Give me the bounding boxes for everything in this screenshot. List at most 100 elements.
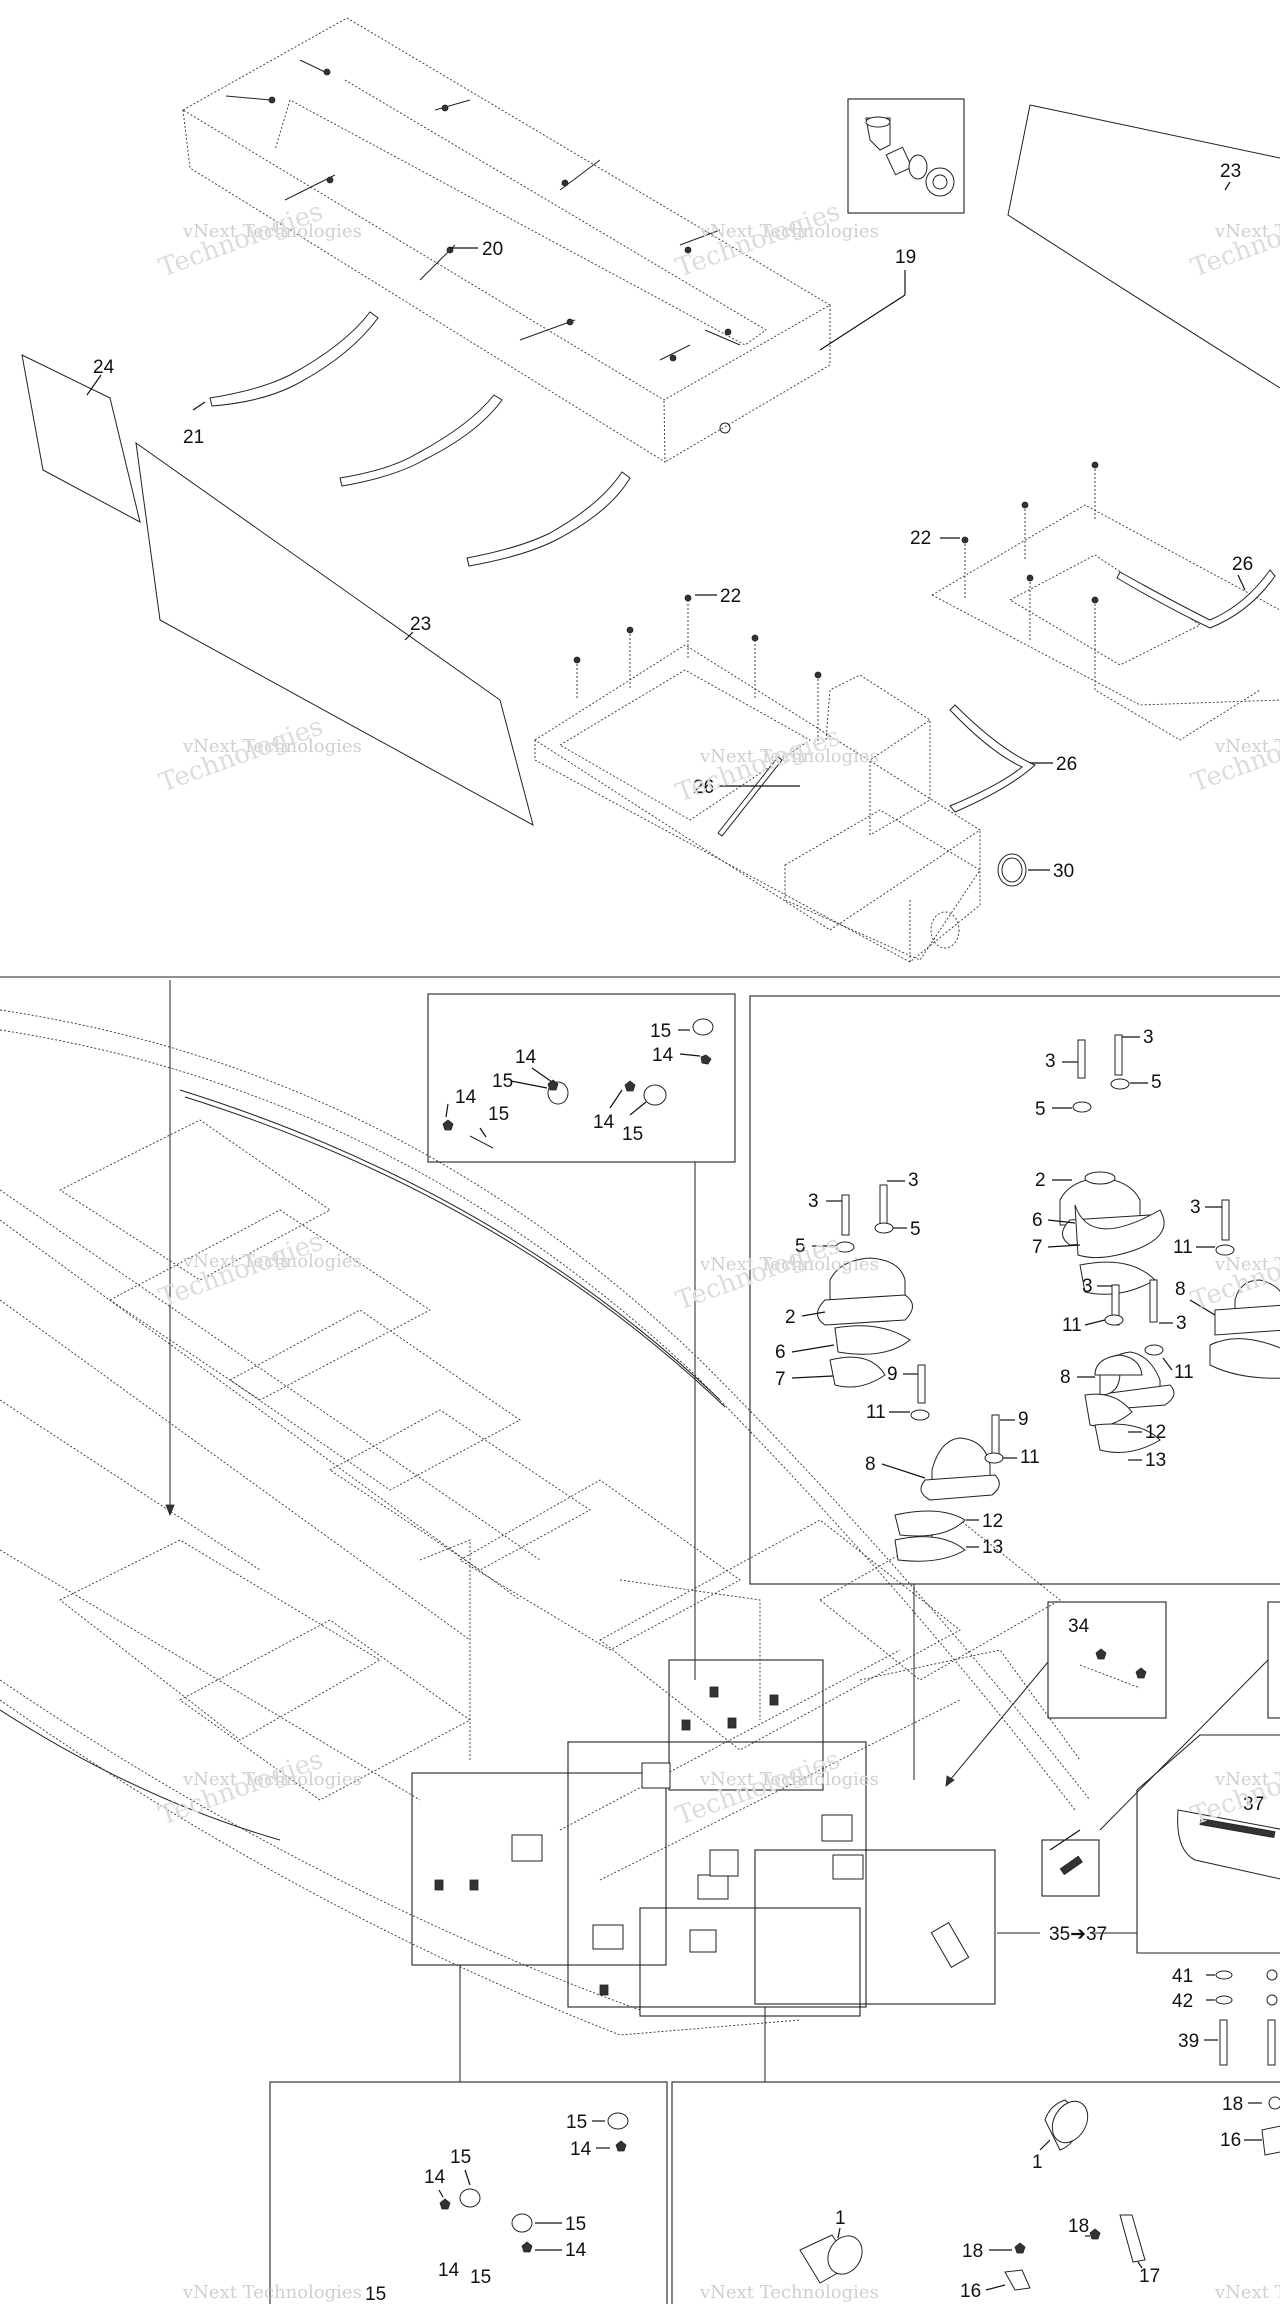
callout-6-b: 6 [775, 1342, 786, 1363]
callout-14-box1-c: 14 [455, 1087, 477, 1108]
upper-storage-tray [182, 17, 831, 463]
callout-14-box1-d: 14 [593, 1112, 615, 1133]
callout-3-e: 3 [1190, 1197, 1201, 1218]
callout-2-a: 2 [1035, 1170, 1046, 1191]
callout-41: 41 [1172, 1966, 1193, 1987]
callout-15-box1-b: 15 [492, 1071, 513, 1092]
callout-12-a: 12 [1145, 1422, 1166, 1443]
svg-text:vNext Technologies: vNext Technologies [1214, 221, 1280, 242]
callout-39: 39 [1178, 2031, 1199, 2052]
side-panel-right [1007, 104, 1280, 389]
callout-16-b: 16 [960, 2281, 981, 2302]
callout-15-box1-c: 15 [488, 1104, 509, 1125]
callout-15-box2-b: 15 [450, 2147, 471, 2168]
callout-13-b: 13 [982, 1537, 1003, 1558]
callout-11-b: 11 [1062, 1315, 1082, 1336]
right-storage-tray [931, 461, 1280, 741]
callout-23-left: 23 [410, 614, 431, 635]
callout-26-seal: 26 [1056, 754, 1077, 775]
callout-7-a: 7 [1032, 1237, 1043, 1258]
callout-11-a: 11 [1173, 1237, 1193, 1258]
callout-6-a: 6 [1032, 1210, 1043, 1231]
svg-text:vNext Technologies: vNext Technologies [1214, 736, 1280, 757]
callout-13-a: 13 [1145, 1450, 1166, 1471]
callout-11-d: 11 [866, 1402, 886, 1423]
bracket-inset-box [1047, 1601, 1167, 1719]
callout-18-a: 18 [1222, 2094, 1243, 2115]
callout-1-a: 1 [1032, 2152, 1043, 2173]
callout-5-b: 5 [1035, 1099, 1046, 1120]
callout-15-box2-a: 15 [566, 2112, 587, 2133]
callout-2-b: 2 [785, 1307, 796, 1328]
callout-11-c: 11 [1174, 1362, 1194, 1383]
callout-23-right: 23 [1220, 161, 1241, 182]
callout-14-box1-b: 14 [515, 1047, 537, 1068]
callout-3-c: 3 [908, 1170, 919, 1191]
callout-30: 30 [1053, 861, 1074, 882]
callout-16-a: 16 [1220, 2130, 1241, 2151]
callout-15-box1-a: 15 [650, 1021, 671, 1042]
callout-5-a: 5 [1151, 1072, 1162, 1093]
callout-18-c: 18 [962, 2241, 983, 2262]
svg-text:vNext Technologies: vNext Technologies [699, 221, 879, 242]
callout-14-box2-d: 14 [438, 2260, 460, 2281]
engine-bay-detail [411, 1659, 996, 2017]
fittings-inset-box [671, 2081, 1280, 2304]
callout-3-b: 3 [1045, 1051, 1056, 1072]
callout-26-rod: 26 [693, 777, 714, 798]
svg-text:vNext Technologies: vNext Technologies [1214, 1769, 1280, 1790]
trim-strips [209, 311, 631, 567]
hull-outline [0, 1009, 1091, 2036]
callout-9-a: 9 [887, 1364, 898, 1385]
callout-8-c: 8 [865, 1454, 876, 1475]
svg-text:vNext Technologies: vNext Technologies [699, 1769, 879, 1790]
callout-14-box2-a: 14 [570, 2139, 592, 2160]
svg-text:vNext Technologies: vNext Technologies [699, 746, 879, 767]
svg-text:vNext Technologies: vNext Technologies [182, 221, 362, 242]
callout-22-lower: 22 [720, 586, 741, 607]
callout-24: 24 [93, 357, 115, 378]
callout-15-box2-d: 15 [470, 2267, 491, 2288]
callout-14-box2-e: 15 [365, 2284, 386, 2304]
engine-mounts-inset-box [749, 995, 1280, 1585]
callout-9-b: 9 [1018, 1409, 1029, 1430]
fitting-inset-box [847, 98, 965, 214]
lower-storage-tray [534, 644, 981, 963]
svg-text:Technologies: Technologies [1187, 1745, 1280, 1832]
callout-15-box1-d: 15 [622, 1124, 643, 1145]
callout-8-a: 8 [1175, 1279, 1186, 1300]
callout-42: 42 [1172, 1991, 1193, 2012]
clamps-inset-box [427, 993, 736, 1163]
svg-text:vNext Technologies: vNext Technologies [182, 2282, 362, 2303]
svg-text:vNext Technologies: vNext Technologies [699, 2282, 879, 2303]
callout-11-e: 11 [1020, 1447, 1040, 1468]
callout-14-box2-c: 14 [565, 2240, 587, 2261]
callout-37: 37 [1243, 1794, 1264, 1815]
callout-19: 19 [895, 247, 916, 268]
callout-14-box2-b: 14 [424, 2167, 446, 2188]
callout-26-right: 26 [1232, 554, 1253, 575]
callout-3-d: 3 [808, 1191, 819, 1212]
callout-18-b: 18 [1068, 2216, 1089, 2237]
callout-20: 20 [482, 239, 503, 260]
tray-screws [225, 59, 741, 362]
svg-text:Technologies: Technologies [1187, 712, 1280, 799]
svg-text:vNext Technologies: vNext Technologies [182, 1769, 362, 1790]
side-panel-small [21, 354, 141, 523]
svg-text:vNext Technologies: vNext Technologies [1214, 2282, 1280, 2303]
callout-34: 34 [1068, 1616, 1090, 1637]
side-panel-left [135, 441, 534, 826]
hose-clamps-inset-box [269, 2081, 668, 2304]
callout-8-b: 8 [1060, 1367, 1071, 1388]
callout-14-box1-a: 14 [652, 1045, 674, 1066]
callout-3-g: 3 [1176, 1313, 1187, 1334]
callout-12-b: 12 [982, 1511, 1003, 1532]
svg-text:vNext Technologies: vNext Technologies [182, 1251, 362, 1272]
callout-17: 17 [1139, 2266, 1160, 2287]
callout-35-37: 35➔37 [1049, 1924, 1107, 1945]
callout-5-c: 5 [910, 1219, 921, 1240]
svg-text:vNext Technologies: vNext Technologies [1214, 1254, 1280, 1275]
handle-inset-box [1136, 1734, 1280, 1954]
callout-3-a: 3 [1143, 1027, 1154, 1048]
